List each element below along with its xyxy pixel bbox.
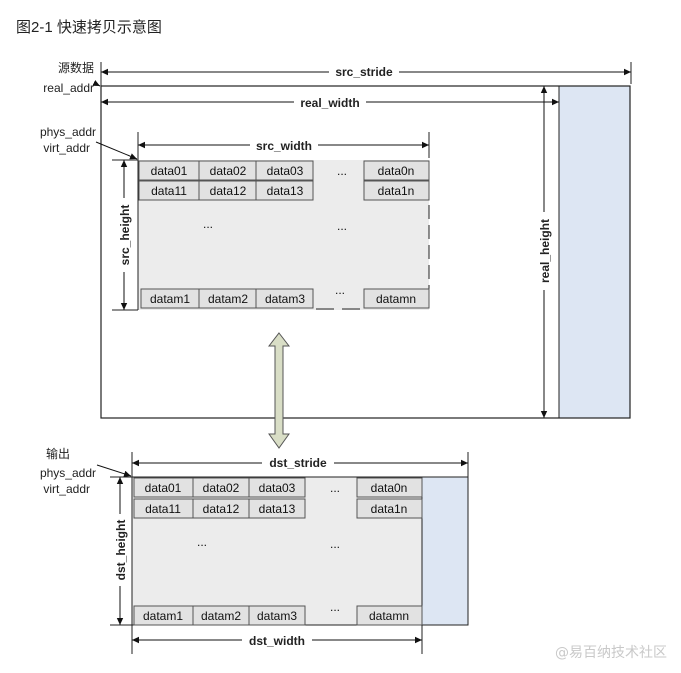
- dst-ellipsis: ...: [330, 600, 340, 614]
- src-real-addr-label: real_addr: [43, 81, 94, 95]
- src-addr-pointer: [95, 141, 138, 160]
- src-cell: data03: [267, 164, 304, 178]
- dst-cell: data02: [203, 481, 240, 495]
- dst-ellipsis: ...: [330, 537, 340, 551]
- dst-cell: datam3: [257, 609, 297, 623]
- src-cell: data02: [210, 164, 247, 178]
- dst-cell-frame: [248, 498, 306, 519]
- dst-cell: data0n: [371, 481, 408, 495]
- dst-addr-pointer: [96, 464, 132, 477]
- src-cell: data12: [210, 184, 247, 198]
- src-virt-addr-label: virt_addr: [43, 141, 90, 155]
- src-cell: datam3: [265, 292, 305, 306]
- dst-cell: data12: [203, 502, 240, 516]
- src-ellipsis: ...: [203, 217, 213, 231]
- dst-phys-addr-label: phys_addr: [40, 466, 96, 480]
- dst-output-label: 输出: [46, 446, 70, 461]
- src-cell: data1n: [378, 184, 415, 198]
- real-width-label: real_width: [300, 96, 359, 110]
- dst-virt-addr-label: virt_addr: [43, 482, 90, 496]
- figure-title: 图2-1 快速拷贝示意图: [16, 19, 162, 36]
- real-addr-pointer: [92, 80, 101, 87]
- label-bg: [262, 455, 334, 470]
- dst-cell-frame: [356, 605, 423, 626]
- src-cell: datam2: [208, 292, 248, 306]
- src-stride-label: src_stride: [335, 65, 393, 79]
- src-cells: data01 data02 data03 data0n data11 data1…: [138, 160, 430, 309]
- src-buffer-frame: [100, 85, 631, 419]
- src-stride-padding: [558, 85, 631, 419]
- src-cell-frame: [255, 180, 314, 201]
- dst-cell: datam1: [143, 609, 183, 623]
- dst-cell: data11: [145, 502, 181, 516]
- label-bg: [294, 95, 366, 110]
- label-bg: [250, 138, 318, 153]
- dst-ellipsis: ...: [330, 481, 340, 495]
- watermark-text: @易百纳技术社区: [555, 645, 667, 661]
- dst-cell-frame: [248, 477, 306, 498]
- src-data-label: 源数据: [58, 60, 94, 75]
- src-cell: datamn: [376, 292, 416, 306]
- real-height-label: real_height: [538, 219, 552, 283]
- src-width-label: src_width: [256, 139, 312, 153]
- src-ellipsis: ...: [337, 164, 347, 178]
- src-cell-frame: [255, 160, 314, 181]
- src-ellipsis: ...: [335, 283, 345, 297]
- src-cell: data13: [267, 184, 304, 198]
- dst-cell-frame: [356, 477, 423, 498]
- dst-cell: data01: [145, 481, 182, 495]
- dst-cell: data1n: [371, 502, 408, 516]
- src-cell: datam1: [150, 292, 190, 306]
- dst-cell-frame: [356, 498, 423, 519]
- label-bg: [113, 514, 128, 586]
- dst-width-label: dst_width: [249, 634, 305, 648]
- src-cell-frame: [363, 180, 430, 201]
- dst-cell-frame: [248, 605, 306, 626]
- label-bg: [117, 198, 132, 272]
- label-bg: [537, 212, 552, 290]
- dst-cell: datamn: [369, 609, 409, 623]
- src-cell: data0n: [378, 164, 415, 178]
- src-cell-frame: [363, 288, 430, 309]
- dst-height-label: dst_height: [114, 520, 128, 581]
- copy-direction-arrow: [267, 332, 291, 449]
- dst-ellipsis: ...: [197, 535, 207, 549]
- dst-stride-label: dst_stride: [269, 456, 327, 470]
- src-cell: data01: [151, 164, 188, 178]
- src-cell-frame: [363, 160, 430, 181]
- dst-cell: data13: [259, 502, 296, 516]
- label-bg: [242, 633, 312, 648]
- src-cell-frame: [255, 288, 314, 309]
- src-height-label: src_height: [118, 205, 132, 266]
- src-cell: data11: [151, 184, 187, 198]
- src-ellipsis: ...: [337, 219, 347, 233]
- dst-cell: data03: [259, 481, 296, 495]
- dst-stride-padding: [421, 476, 469, 626]
- src-phys-addr-label: phys_addr: [40, 125, 96, 139]
- label-bg: [329, 64, 399, 79]
- dst-cells: data01 data02 data03 data0n data11 data1…: [133, 477, 423, 626]
- dst-cell: datam2: [201, 609, 241, 623]
